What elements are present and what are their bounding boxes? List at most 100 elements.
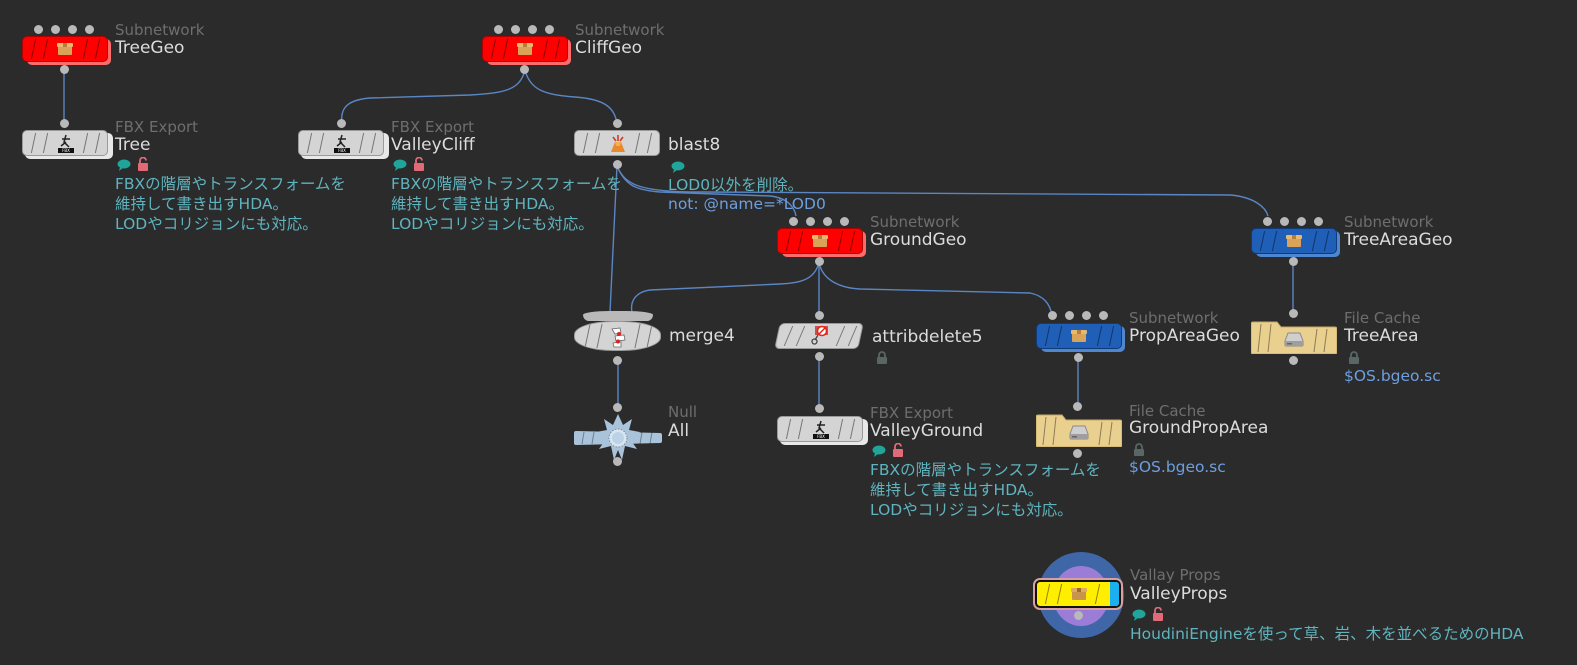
comment-icon[interactable] bbox=[117, 156, 131, 175]
output-connector[interactable] bbox=[815, 352, 824, 361]
node-tree[interactable]: FBX FBX Export Tree FBXの階層やトランスフォームを 維持し… bbox=[20, 118, 380, 238]
output-connector[interactable] bbox=[60, 65, 69, 74]
lock-icon[interactable] bbox=[876, 349, 888, 368]
node-name[interactable]: TreeArea bbox=[1344, 326, 1419, 346]
input-connector[interactable] bbox=[1073, 402, 1082, 411]
node-name[interactable]: blast8 bbox=[668, 135, 721, 155]
output-connector[interactable] bbox=[613, 457, 622, 466]
node-body[interactable] bbox=[1251, 228, 1337, 254]
node-body[interactable] bbox=[1251, 320, 1337, 354]
comment-icon[interactable] bbox=[1132, 606, 1146, 625]
node-valleycliff[interactable]: FBX FBX Export ValleyCliff FBXの階層やトランスフォ… bbox=[296, 118, 656, 238]
node-name[interactable]: ValleyProps bbox=[1130, 584, 1228, 604]
output-connector[interactable] bbox=[520, 65, 529, 74]
unlock-icon[interactable] bbox=[413, 156, 425, 175]
input-connector[interactable] bbox=[1082, 311, 1091, 320]
input-connector[interactable] bbox=[1314, 217, 1323, 226]
node-body[interactable] bbox=[22, 36, 108, 62]
node-propareageo[interactable]: Subnetwork PropAreaGeo bbox=[1034, 309, 1254, 364]
output-connector[interactable] bbox=[613, 160, 622, 169]
node-body[interactable]: FBX bbox=[298, 130, 384, 156]
wire-groundgeo-propareageo[interactable] bbox=[818, 261, 1053, 316]
wire-cliffgeo-valleycliff[interactable] bbox=[340, 69, 526, 125]
input-connector[interactable] bbox=[1297, 217, 1306, 226]
node-name[interactable]: TreeAreaGeo bbox=[1344, 230, 1453, 250]
input-connector[interactable] bbox=[613, 403, 622, 412]
input-connector[interactable] bbox=[34, 25, 43, 34]
input-connector[interactable] bbox=[823, 217, 832, 226]
input-connector[interactable] bbox=[815, 404, 824, 413]
output-connector[interactable] bbox=[1074, 353, 1083, 362]
node-name[interactable]: GroundGeo bbox=[870, 230, 967, 250]
node-name[interactable]: Tree bbox=[115, 135, 151, 155]
output-connector[interactable] bbox=[1289, 257, 1298, 266]
node-body[interactable] bbox=[482, 36, 568, 62]
unlock-icon[interactable] bbox=[1152, 606, 1164, 625]
node-attribdelete5[interactable]: attribdelete5 bbox=[773, 310, 993, 370]
input-connector[interactable] bbox=[60, 119, 69, 128]
input-connector[interactable] bbox=[68, 25, 77, 34]
node-body[interactable]: FBX bbox=[777, 416, 863, 442]
input-connector[interactable] bbox=[806, 217, 815, 226]
output-connector[interactable] bbox=[1074, 611, 1083, 620]
input-connector[interactable] bbox=[1289, 309, 1298, 318]
input-connector[interactable] bbox=[337, 119, 346, 128]
input-connector[interactable] bbox=[511, 25, 520, 34]
node-body[interactable] bbox=[574, 412, 662, 462]
node-merge4[interactable]: merge4 bbox=[573, 308, 773, 368]
node-body[interactable]: FBX bbox=[22, 130, 108, 156]
node-name[interactable]: ValleyCliff bbox=[391, 135, 475, 155]
node-cliffgeo[interactable]: Subnetwork CliffGeo bbox=[480, 21, 680, 74]
input-connector[interactable] bbox=[528, 25, 537, 34]
node-treeareageo[interactable]: Subnetwork TreeAreaGeo bbox=[1249, 213, 1469, 266]
input-connector[interactable] bbox=[789, 217, 798, 226]
node-name[interactable]: GroundPropArea bbox=[1129, 418, 1269, 438]
input-connector[interactable] bbox=[85, 25, 94, 34]
node-name[interactable]: merge4 bbox=[669, 326, 735, 346]
output-connector[interactable] bbox=[1289, 356, 1298, 365]
node-valleyprops[interactable]: Vallay Props ValleyProps HoudiniEngineを使… bbox=[1033, 552, 1574, 647]
node-all[interactable]: Null All bbox=[573, 402, 753, 472]
input-connector[interactable] bbox=[613, 119, 622, 128]
node-body[interactable] bbox=[777, 228, 863, 254]
node-valleyground[interactable]: FBX FBX Export ValleyGround FBXの階層やトランスフ… bbox=[775, 403, 1155, 528]
output-connector[interactable] bbox=[1073, 449, 1082, 458]
comment-icon[interactable] bbox=[393, 156, 407, 175]
node-name[interactable]: ValleyGround bbox=[870, 421, 984, 441]
node-blast8[interactable]: blast8 LOD0以外を削除。 not: @name=*LOD0 bbox=[573, 118, 853, 218]
input-connector[interactable] bbox=[1280, 217, 1289, 226]
input-connector[interactable] bbox=[51, 25, 60, 34]
node-groundgeo[interactable]: Subnetwork GroundGeo bbox=[775, 213, 995, 266]
unlock-icon[interactable] bbox=[137, 156, 149, 175]
node-name[interactable]: CliffGeo bbox=[575, 38, 643, 58]
node-name[interactable]: All bbox=[668, 421, 690, 441]
node-name[interactable]: attribdelete5 bbox=[872, 327, 983, 347]
wire-groundgeo-merge4[interactable] bbox=[630, 261, 820, 313]
input-connector[interactable] bbox=[1065, 311, 1074, 320]
input-connector[interactable] bbox=[1263, 217, 1272, 226]
node-treegeo[interactable]: Subnetwork TreeGeo bbox=[20, 21, 220, 74]
comment-icon[interactable] bbox=[872, 442, 886, 461]
node-body[interactable] bbox=[1036, 323, 1122, 349]
input-connector[interactable] bbox=[815, 311, 824, 320]
input-connector[interactable] bbox=[840, 217, 849, 226]
unlock-icon[interactable] bbox=[892, 442, 904, 461]
node-body[interactable] bbox=[574, 321, 661, 351]
input-connector[interactable] bbox=[545, 25, 554, 34]
comment-icon[interactable] bbox=[671, 158, 685, 177]
node-groundproparea[interactable]: File Cache GroundPropArea $OS.bgeo.sc bbox=[1034, 401, 1294, 481]
node-treearea[interactable]: File Cache TreeArea $OS.bgeo.sc bbox=[1249, 308, 1489, 388]
node-name[interactable]: TreeGeo bbox=[115, 38, 185, 58]
output-connector[interactable] bbox=[815, 257, 824, 266]
wire-cliffgeo-blast8[interactable] bbox=[524, 69, 618, 125]
node-body[interactable] bbox=[1036, 413, 1122, 447]
input-connector[interactable] bbox=[1048, 311, 1057, 320]
input-connector[interactable] bbox=[1099, 311, 1108, 320]
lock-icon[interactable] bbox=[1348, 349, 1360, 368]
node-body[interactable] bbox=[574, 130, 660, 156]
lock-icon[interactable] bbox=[1133, 441, 1145, 460]
node-body[interactable] bbox=[1033, 578, 1123, 610]
node-name[interactable]: PropAreaGeo bbox=[1129, 326, 1240, 346]
output-connector[interactable] bbox=[613, 356, 622, 365]
input-connector[interactable] bbox=[494, 25, 503, 34]
